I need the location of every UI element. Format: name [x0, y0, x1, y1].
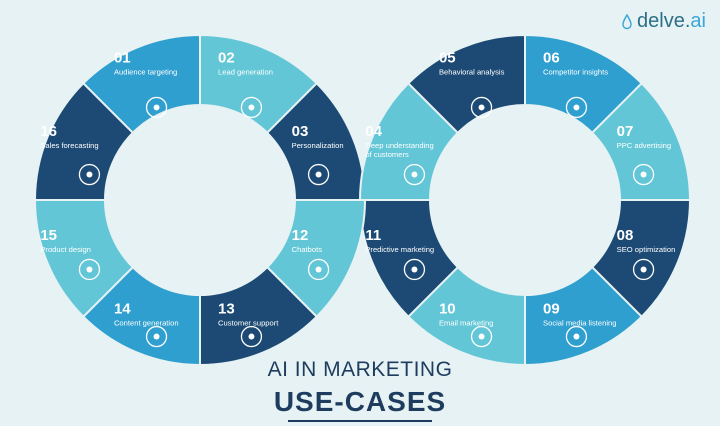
brand-logo: delve.ai: [622, 10, 706, 33]
product-box-icon: [78, 258, 101, 281]
segment-label: Competitor insights: [543, 67, 608, 76]
segment-number: 06: [543, 49, 560, 66]
segment-number: 13: [218, 301, 235, 318]
segment-label: Sales forecasting: [40, 141, 98, 150]
segment-label: Customer support: [218, 319, 279, 328]
segment-number: 12: [292, 227, 309, 244]
segment-label: PPC advertising: [617, 141, 671, 150]
chart-icon: [78, 163, 101, 186]
title-underline: [288, 420, 432, 422]
segment-label: Social media listening: [543, 319, 616, 328]
brand-name-a: delve.: [637, 10, 691, 32]
segment-label: Deep understanding: [365, 141, 433, 150]
click-hand-icon: [632, 163, 655, 186]
segment-number: 16: [40, 123, 57, 140]
segment-number: 01: [114, 49, 131, 66]
title-line2: USE-CASES: [273, 386, 447, 417]
segment-number: 15: [40, 227, 57, 244]
funnel-icon: [240, 96, 263, 119]
brand-name-b: ai: [690, 10, 706, 32]
segment-label: Personalization: [292, 141, 344, 150]
seo-screen-icon: [632, 258, 655, 281]
segment-number: 08: [617, 227, 634, 244]
segment-label: Product design: [40, 245, 91, 254]
binoculars-icon: [403, 258, 426, 281]
eye-icon: [470, 96, 493, 119]
segment-number: 03: [292, 123, 309, 140]
segment-number: 04: [365, 123, 382, 140]
ear-icon: [565, 325, 588, 348]
title-line1: AI IN MARKETING: [267, 358, 453, 381]
drop-icon: [622, 13, 632, 29]
segment-number: 09: [543, 301, 560, 318]
title-block: AI IN MARKETING USE-CASES: [0, 358, 720, 422]
segment-number: 14: [114, 301, 131, 318]
segment-number: 02: [218, 49, 235, 66]
search-person-icon: [565, 96, 588, 119]
segment-label: Lead generation: [218, 67, 273, 76]
segment-number: 11: [365, 227, 381, 244]
calculator-icon: [145, 325, 168, 348]
user-profile-icon: [307, 163, 330, 186]
segment-shape: [33, 81, 135, 201]
segment-label: Predictive marketing: [365, 245, 434, 254]
envelope-icon: [470, 325, 493, 348]
segment-label: Email marketing: [439, 319, 493, 328]
segment-label: SEO optimization: [617, 245, 676, 254]
head-gears-icon: [403, 163, 426, 186]
segment-label: Audience targeting: [114, 67, 177, 76]
segment-number: 05: [439, 49, 456, 66]
segment-number: 07: [617, 123, 634, 140]
segment-label: Behavioral analysis: [439, 67, 505, 76]
robot-chat-icon: [307, 258, 330, 281]
segment-label: Chatbots: [292, 245, 323, 254]
segment-number: 10: [439, 301, 456, 318]
segment-label: of customers: [365, 150, 409, 159]
headset-icon: [240, 325, 263, 348]
target-people-icon: [145, 96, 168, 119]
segment-label: Content generation: [114, 319, 179, 328]
